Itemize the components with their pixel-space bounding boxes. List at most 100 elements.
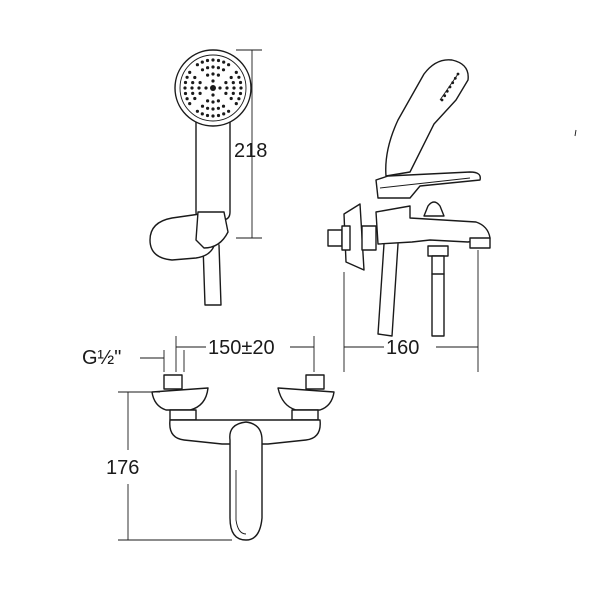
nozzle-dot	[211, 79, 215, 83]
nozzle-dot	[222, 112, 226, 116]
nozzle-dot	[191, 81, 195, 85]
nozzle-dot	[206, 73, 210, 77]
stray-mark	[574, 129, 577, 137]
hand-shower-handle	[195, 111, 231, 221]
nozzle-dot	[229, 96, 233, 101]
nozzle-dot	[211, 65, 215, 69]
nozzle-dot	[198, 81, 202, 85]
front-view: 150±20 G½" 176	[82, 336, 335, 541]
nozzle-dot	[190, 86, 194, 90]
nozzle-dot	[221, 104, 226, 108]
side-shower-hose-lower	[377, 243, 399, 337]
nozzle-dot	[231, 91, 235, 95]
eccentric-union	[361, 225, 377, 251]
nozzle-dot	[211, 93, 215, 97]
nozzle-dot	[224, 91, 228, 95]
nozzle-dot	[195, 109, 199, 113]
nozzle-dot	[234, 70, 238, 74]
lever-highlight	[235, 470, 247, 535]
nozzle-center	[210, 85, 216, 91]
nozzle-dot	[204, 86, 208, 90]
right-flange	[277, 387, 335, 411]
nozzle-dot	[205, 58, 210, 63]
nozzle-dot	[198, 91, 202, 95]
holder-clip	[195, 211, 229, 249]
nozzle-dot	[216, 58, 221, 63]
nozzle-dot	[193, 96, 197, 101]
lever-edge	[379, 177, 471, 189]
nozzle-dot	[231, 81, 235, 85]
mixer-lever	[375, 171, 481, 199]
side-view: 160	[327, 59, 577, 372]
nozzle-dot	[239, 86, 243, 90]
nozzle-dot	[216, 113, 221, 118]
nozzle-dot	[188, 70, 192, 74]
side-bottom-hose	[431, 273, 445, 337]
nozzle-dot	[183, 80, 188, 85]
nozzle-dot	[227, 63, 231, 67]
side-nozzle-dot	[448, 85, 452, 89]
hand-shower-view: 218	[149, 49, 267, 306]
shower-nozzles	[183, 58, 243, 118]
nozzle-dot	[200, 60, 204, 64]
diverter-knob	[423, 201, 445, 217]
nozzle-dot	[211, 100, 215, 104]
side-nozzle-dot	[456, 72, 460, 76]
nozzle-dot	[237, 97, 241, 101]
nozzle-dot	[185, 97, 189, 101]
nozzle-dot	[222, 60, 226, 64]
nozzle-dot	[234, 102, 238, 106]
left-inlet	[163, 374, 183, 390]
nozzle-dot	[211, 58, 215, 62]
front-lever	[229, 421, 263, 541]
nozzle-dot	[185, 75, 189, 79]
side-nozzle-dot	[443, 94, 447, 98]
inlet-nut	[341, 225, 351, 251]
side-nozzle-dot	[451, 81, 455, 85]
nozzle-dot	[216, 99, 220, 103]
nozzle-dot	[238, 91, 243, 96]
nozzle-dot	[216, 66, 220, 70]
nozzle-dot	[193, 75, 197, 80]
nozzle-dot	[229, 75, 233, 80]
bottom-connector	[427, 245, 449, 257]
side-nozzle-dot	[440, 98, 444, 102]
nozzle-dot	[216, 73, 220, 77]
nozzle-dot	[188, 102, 192, 106]
nozzle-dot	[206, 66, 210, 70]
nozzle-dot	[206, 106, 210, 110]
side-head-nozzles	[440, 72, 460, 102]
nozzle-dot	[195, 63, 199, 67]
nozzle-dot	[221, 68, 226, 72]
nozzle-dot	[191, 91, 195, 95]
nozzle-dot	[183, 86, 187, 90]
mixer-body	[375, 205, 491, 245]
inlet-connector	[327, 229, 343, 247]
left-flange	[151, 387, 209, 411]
nozzle-dot	[216, 106, 220, 110]
dim-thread: G½"	[82, 347, 121, 369]
nozzle-dot	[224, 81, 228, 85]
nozzle-dot	[206, 99, 210, 103]
right-inlet	[305, 374, 325, 390]
nozzle-dot	[218, 86, 222, 90]
nozzle-dot	[211, 72, 215, 76]
spout-outlet	[469, 237, 491, 249]
side-nozzle-dot	[453, 76, 457, 80]
dim-center-distance: 150±20	[208, 337, 275, 359]
nozzle-dot	[183, 91, 188, 96]
dim-front-height: 176	[106, 457, 139, 479]
nozzle-dot	[211, 114, 215, 118]
nozzle-dot	[205, 113, 210, 118]
nozzle-dot	[227, 109, 231, 113]
dim-handshower-height: 218	[234, 140, 267, 162]
nozzle-dot	[238, 80, 243, 85]
nozzle-dot	[200, 104, 205, 108]
nozzle-dot	[200, 112, 204, 116]
dim-side-depth: 160	[386, 337, 419, 359]
nozzle-dot	[232, 86, 236, 90]
right-nut	[291, 409, 319, 421]
left-nut	[169, 409, 197, 421]
